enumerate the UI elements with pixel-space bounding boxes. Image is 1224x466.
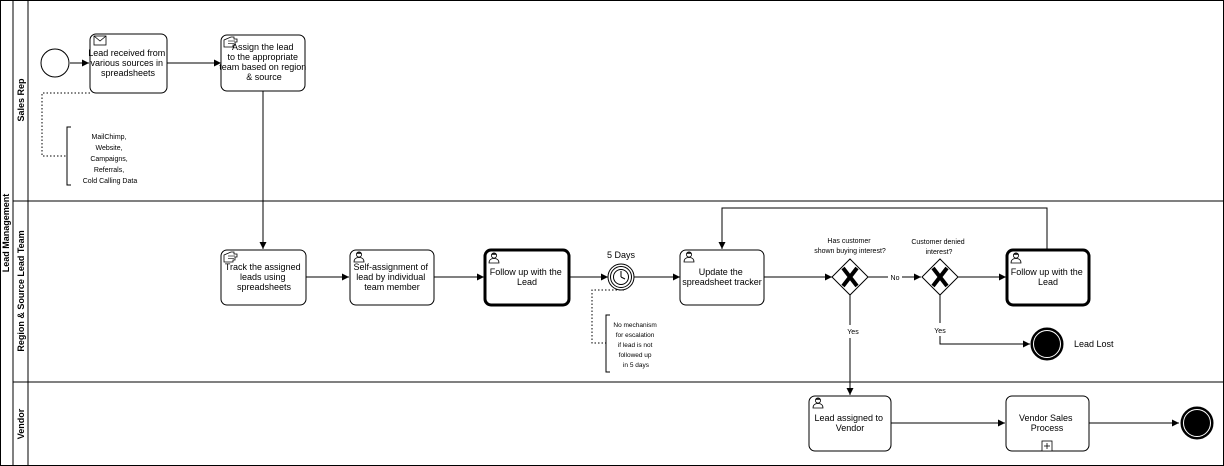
- svg-text:Has customer shown buyin: Has customer shown buying interest?: [814, 238, 886, 255]
- task-track-leads[interactable]: Track the assigned leads using spreadshe…: [220, 249, 307, 306]
- task-self-assignment-line2: lead by individual: [356, 272, 425, 282]
- task-follow-up-2[interactable]: Follow up with the Lead: [1005, 248, 1091, 307]
- gateway-buying-interest: Has customer shown buying interest?: [814, 238, 886, 296]
- svg-text:Customer denied interest: Customer denied interest?: [911, 239, 966, 256]
- task-lead-to-vendor-line1: Lead assigned to: [814, 413, 883, 423]
- flow-follow2-loop-back: [718, 207, 1048, 249]
- task-update-tracker-line2: spreadsheet tracker: [682, 277, 762, 287]
- task-track-leads-line3: spreadsheets: [237, 282, 292, 292]
- task-assign-lead-line1: Assign the lead: [232, 42, 294, 52]
- svg-text:Follow up with the Lead: Follow up with the Lead: [490, 267, 565, 287]
- svg-text:Track the assigned leads: Track the assigned leads using spreadshe…: [225, 262, 303, 292]
- annotation-escalation: No mechanism for escalation if lead is n…: [605, 314, 658, 373]
- subprocess-vendor-sales-line1: Vendor Sales: [1019, 413, 1073, 423]
- annotation-escalation-line4: followed up: [619, 352, 652, 359]
- task-lead-received[interactable]: Lead received from various sources in sp…: [88, 33, 168, 94]
- task-lead-to-vendor-line2: Vendor: [836, 423, 865, 433]
- svg-text:Assign the lead to the a: Assign the lead to the appropriate team …: [219, 42, 309, 82]
- annotation-escalation-line5: in 5 days: [623, 362, 650, 369]
- task-lead-received-line3: spreadsheets: [101, 68, 156, 78]
- task-self-assignment[interactable]: Self-assignment of lead by individual te…: [349, 249, 435, 306]
- task-update-tracker[interactable]: Update the spreadsheet tracker: [679, 249, 765, 306]
- gateway-buying-interest-line1: Has customer: [827, 238, 871, 245]
- gateway-denied-interest-line1: Customer denied: [911, 239, 964, 246]
- end-event-lead-lost: [1030, 327, 1064, 361]
- exclusive-gateway-x-icon: [841, 266, 859, 288]
- task-self-assignment-line1: Self-assignment of: [353, 262, 428, 272]
- flow-label-no: No: [891, 275, 900, 282]
- task-follow-up-2-line1: Follow up with the: [1011, 267, 1083, 277]
- timer-event: 5 Days: [607, 250, 636, 291]
- annotation-sources-line4: Referrals,: [94, 167, 124, 174]
- task-follow-up-1[interactable]: Follow up with the Lead: [483, 248, 571, 307]
- gateway-denied-interest-line2: interest?: [926, 249, 953, 256]
- flow-label-yes-1: Yes: [847, 329, 859, 336]
- task-follow-up-2-line2: Lead: [1038, 277, 1058, 287]
- exclusive-gateway-x-icon: [931, 266, 949, 288]
- svg-text:Lead assigned to Vendor: Lead assigned to Vendor: [814, 413, 885, 433]
- collapsed-subprocess-plus-icon[interactable]: [1041, 440, 1053, 452]
- clock-icon: [613, 269, 629, 285]
- task-assign-lead-line2: to the appropriate: [227, 52, 298, 62]
- gateway-denied-interest: Customer denied interest?: [911, 239, 966, 296]
- lane-title-region-team: Region & Source Lead Team: [16, 230, 26, 351]
- subprocess-vendor-sales[interactable]: Vendor Sales Process: [1005, 395, 1090, 452]
- envelope-icon: [93, 35, 107, 46]
- start-event: [40, 48, 70, 78]
- end-event-vendor: [1180, 406, 1214, 440]
- svg-text:Vendor Sales Process: Vendor Sales Process: [1019, 413, 1075, 433]
- svg-text:Follow up with the Lead: Follow up with the Lead: [1011, 267, 1086, 287]
- annotation-sources-line1: MailChimp,: [92, 134, 127, 141]
- task-self-assignment-line3: team member: [364, 282, 420, 292]
- task-track-leads-line2: leads using: [240, 272, 286, 282]
- association-sources: [41, 92, 90, 157]
- sequence-flows: [70, 59, 1179, 427]
- annotation-sources: MailChimp, Website, Campaigns, Referrals…: [66, 126, 138, 186]
- task-lead-to-vendor[interactable]: Lead assigned to Vendor: [808, 395, 892, 452]
- annotation-sources-line2: Website,: [95, 145, 122, 152]
- task-assign-lead-line3: team based on region: [219, 62, 306, 72]
- timer-label: 5 Days: [607, 250, 636, 260]
- svg-text:Update the spreadsheet t: Update the spreadsheet tracker: [682, 267, 762, 287]
- svg-text:Lead received from vario: Lead received from various sources in sp…: [88, 48, 168, 78]
- svg-text:Self-assignment of lead: Self-assignment of lead by individual te…: [353, 262, 430, 292]
- task-lead-received-line2: various sources in: [90, 58, 163, 68]
- task-follow-up-1-line1: Follow up with the: [490, 267, 562, 277]
- lane-title-sales-rep: Sales Rep: [16, 78, 26, 122]
- annotation-escalation-line1: No mechanism: [613, 322, 656, 329]
- task-assign-lead-line4: & source: [246, 72, 282, 82]
- task-assign-lead[interactable]: Assign the lead to the appropriate team …: [219, 34, 309, 92]
- annotation-sources-line5: Cold Calling Data: [83, 178, 138, 185]
- lane-title-vendor: Vendor: [16, 408, 26, 439]
- association-escalation: [591, 289, 624, 344]
- subprocess-vendor-sales-line2: Process: [1031, 423, 1064, 433]
- task-track-leads-line1: Track the assigned: [225, 262, 301, 272]
- pool-title: Lead Management: [1, 194, 11, 273]
- end-event-lead-lost-label: Lead Lost: [1074, 339, 1114, 349]
- task-lead-received-line1: Lead received from: [88, 48, 165, 58]
- gateway-buying-interest-line2: shown buying interest?: [814, 248, 886, 255]
- task-follow-up-1-line2: Lead: [517, 277, 537, 287]
- annotation-sources-line3: Campaigns,: [90, 156, 127, 163]
- flow-label-yes-2: Yes: [934, 328, 946, 335]
- flow-gw2-yes-b: [939, 336, 1030, 348]
- annotation-escalation-line3: if lead is not: [618, 342, 653, 349]
- svg-text:No mechanism for escalat: No mechanism for escalation if lead is n…: [613, 322, 658, 369]
- task-update-tracker-line1: Update the: [699, 267, 743, 277]
- annotation-escalation-line2: for escalation: [616, 332, 655, 339]
- svg-text:MailChimp, Website,: MailChimp, Website, Campaigns, Referrals…: [83, 134, 138, 185]
